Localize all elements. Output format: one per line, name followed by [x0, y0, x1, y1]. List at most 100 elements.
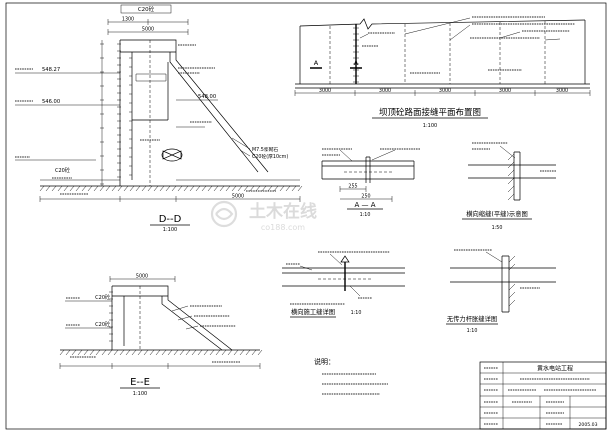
detail-expansion-joint: 无传力杆胀缝详图 1:10	[446, 249, 556, 334]
wall-outline	[119, 39, 269, 186]
illegible-annotations-dd	[15, 44, 276, 195]
watermark-logo-mark	[215, 207, 234, 221]
slope-leaders	[231, 137, 251, 157]
bottom-dimension-line	[39, 196, 301, 202]
title-block: 黄水电站工程 2005.03	[479, 361, 607, 430]
aa-dim-1: 255	[348, 184, 357, 190]
aa-dimension-lines	[339, 186, 393, 202]
cj-leaders	[299, 253, 361, 297]
ee-bottom-dimension	[59, 363, 261, 369]
section-dd: C20砼 1300 5000 548.27 546.00 548.00 C20砼…	[15, 4, 303, 233]
ee-wall-outline	[111, 285, 233, 351]
cj-marker	[340, 255, 350, 263]
detail-construction-joint: 横向施工缝详图 1:10	[282, 251, 405, 318]
elevation-left-2: 546.00	[42, 99, 60, 105]
detail-aa-scale: 1:10	[360, 212, 371, 218]
detail-transverse-joint-scale: 1:50	[492, 225, 503, 231]
detail-aa: 255 250 A — A 1:10	[321, 148, 420, 218]
section-ee-title: E--E	[130, 377, 150, 388]
section-mark-left: A	[314, 59, 319, 67]
tj-slab	[468, 164, 556, 179]
left-dimension-ticks	[100, 43, 104, 185]
plan-joint-rebar-ticks	[353, 27, 359, 83]
dim-top-1: 1300	[122, 17, 134, 23]
section-dd-scale: 1:100	[163, 227, 177, 233]
detail-expansion-joint-scale: 1:10	[467, 328, 478, 334]
section-mark-right: A	[354, 59, 359, 67]
top-label: C20砼	[138, 5, 155, 13]
cj-slab	[282, 267, 405, 287]
ee-ground-hatch	[59, 349, 263, 356]
plan-dimension-line	[294, 90, 591, 96]
section-dd-title: D--D	[159, 214, 182, 225]
dim-bottom: 5000	[232, 194, 244, 200]
ej-joint-hatch	[508, 255, 516, 307]
illegible-annotations-ej	[454, 249, 540, 289]
drain-pipe	[135, 73, 167, 82]
illegible-title-block-text	[484, 367, 596, 425]
ej-joint	[501, 255, 510, 313]
tj-joint	[513, 151, 521, 201]
detail-aa-title: A — A	[354, 201, 375, 209]
notes: 说明：	[314, 357, 388, 395]
plan-dim-2: 3000	[379, 88, 391, 94]
aa-leaders	[339, 149, 396, 162]
elevation-lines-right	[176, 99, 218, 128]
ee-top-dimension	[109, 276, 176, 282]
section-ee: 5000 C20砼 C20砼 E--E 1:100	[59, 274, 263, 397]
plan-view-title: 坝顶砼路面接缝平面布置图	[379, 107, 481, 118]
watermark: 土木在线 co188.com	[210, 200, 317, 232]
ej-slab	[450, 267, 556, 283]
tj-joint-hatch	[507, 153, 515, 201]
ee-elevation-lines	[65, 300, 112, 329]
fan-symbol	[161, 148, 183, 162]
detail-construction-joint-scale: 1:10	[351, 310, 362, 316]
plan-contraction-joints	[329, 21, 546, 84]
elevation-right-1: 548.00	[198, 94, 216, 100]
illegible-annotations-ee	[66, 297, 240, 363]
detail-transverse-joint: 横向缩缝(平缝)示意图 1:50	[462, 142, 556, 231]
plan-dim-4: 3000	[499, 88, 511, 94]
material-left-label: C20砼	[55, 167, 70, 174]
aa-slab	[321, 160, 415, 180]
aa-dim-2: 250	[361, 194, 370, 200]
elevation-lines-left	[15, 72, 120, 161]
watermark-name: 土木在线	[249, 201, 317, 222]
plan-dim-3: 3000	[439, 88, 451, 94]
ee-dim-top: 5000	[136, 274, 148, 280]
ej-leader	[485, 251, 503, 263]
drawing-date: 2005.03	[579, 422, 598, 428]
plan-leader-lines	[359, 17, 561, 41]
section-ee-scale: 1:100	[133, 391, 147, 397]
watermark-logo-icon	[210, 200, 238, 228]
fan-symbol-ring	[161, 148, 183, 162]
plan-view: A A 3000 3000 3000 3000 3000 坝顶砼路面接缝平面布置…	[294, 16, 591, 129]
title-block-grid	[480, 362, 606, 429]
watermark-site: co188.com	[261, 223, 305, 232]
wall-rebar-ticks	[117, 43, 121, 178]
ee-rebar-ticks	[109, 291, 113, 342]
illegible-annotations-tj	[472, 142, 556, 172]
plan-edges	[295, 20, 590, 89]
illegible-annotations-cj	[286, 251, 390, 305]
aa-joint	[365, 156, 371, 183]
illegible-annotations-aa	[322, 148, 420, 156]
fan-symbol-blades	[162, 150, 182, 160]
illegible-annotations-plan	[362, 16, 575, 74]
project-name: 黄水电站工程	[537, 365, 573, 373]
elevation-left-1: 548.27	[42, 67, 60, 73]
plan-dim-5: 3000	[556, 88, 568, 94]
illegible-note-lines	[322, 373, 388, 395]
slope-label-1: M7.5浆砌石	[252, 146, 278, 153]
plan-dim-1: 3000	[319, 88, 331, 94]
detail-expansion-joint-title: 无传力杆胀缝详图	[447, 314, 497, 323]
ground-hatch	[39, 185, 303, 192]
title-block-frame	[479, 361, 607, 430]
dim-top-2: 5000	[142, 27, 154, 33]
slope-label-2: C20砼(厚10cm)	[252, 153, 288, 160]
ee-material-1: C20砼	[95, 294, 110, 301]
inner-rebar-ticks	[129, 57, 132, 176]
detail-construction-joint-title: 横向施工缝详图	[291, 307, 335, 316]
ee-leaders	[171, 305, 199, 330]
